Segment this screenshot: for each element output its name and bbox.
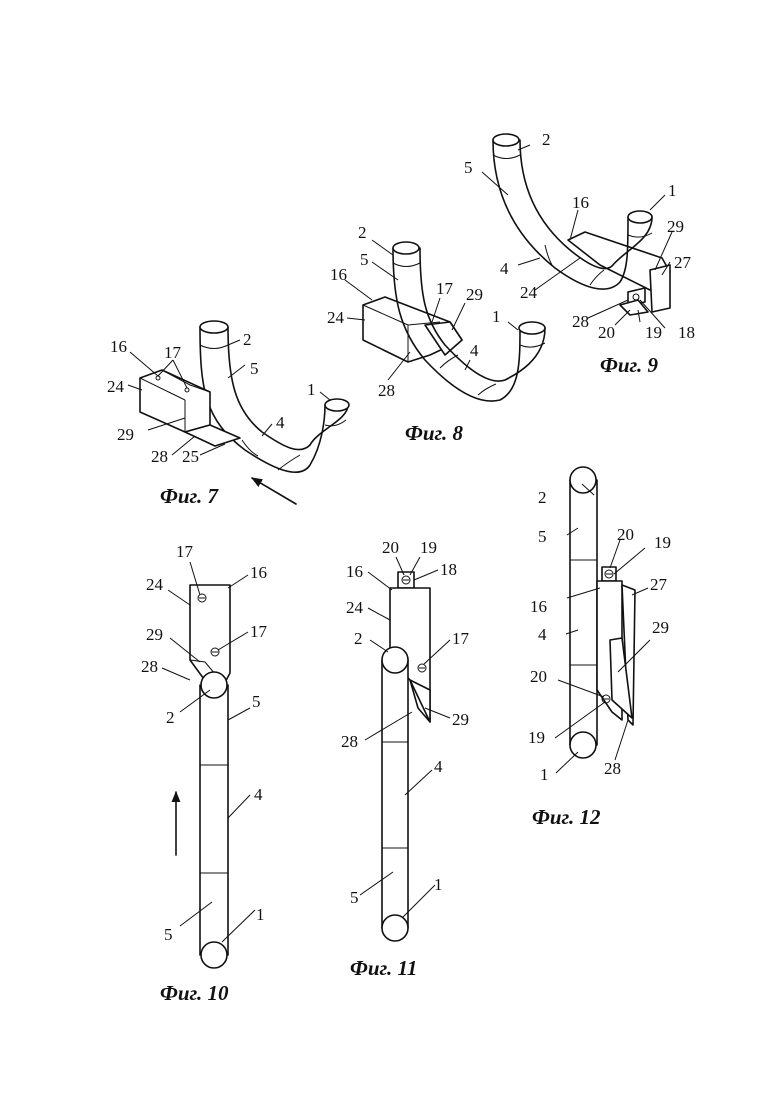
fig9-label: 19: [645, 323, 662, 342]
fig8-label: 2: [358, 223, 367, 242]
fig8-label: 28: [378, 381, 395, 400]
figure-7: 16 17 24 29 28 25 5 4 2 1 Фиг. 7: [107, 321, 349, 508]
fig9-caption: Фиг. 9: [600, 353, 659, 377]
fig12-label: 2: [538, 488, 547, 507]
fig10-bar: [200, 672, 228, 968]
fig12-label: 19: [528, 728, 545, 747]
fig12-label: 27: [650, 575, 668, 594]
fig11-label: 29: [452, 710, 469, 729]
fig12-label: 28: [604, 759, 621, 778]
figure-11: 20 19 16 18 24 2 17 28 29 4 5 1 Фиг. 11: [341, 538, 470, 980]
fig10-label: 29: [146, 625, 163, 644]
fig12-label: 1: [540, 765, 549, 784]
fig7-label: 25: [182, 447, 199, 466]
fig12-label: 4: [538, 625, 547, 644]
fig11-label: 5: [350, 888, 359, 907]
fig12-label: 5: [538, 527, 547, 546]
fig12-mount: [597, 567, 635, 725]
fig9-label: 4: [500, 259, 509, 278]
fig9-label: 16: [572, 193, 589, 212]
fig8-label: 17: [436, 279, 454, 298]
fig11-label: 20: [382, 538, 399, 557]
fig12-bar: [570, 467, 597, 758]
fig7-label: 29: [117, 425, 134, 444]
fig7-label: 4: [276, 413, 285, 432]
fig9-label: 5: [464, 158, 473, 177]
figure-9: 2 5 16 1 29 27 4 24 28 20 19 18 Фиг. 9: [464, 130, 695, 377]
fig10-label: 5: [164, 925, 173, 944]
fig7-label: 28: [151, 447, 168, 466]
figure-10: 17 24 16 29 17 28 2 5 4 5 1 Фиг. 10: [141, 542, 268, 1005]
fig11-label: 17: [452, 629, 470, 648]
fig8-label: 1: [492, 307, 501, 326]
figure-8: 2 5 16 24 17 29 28 4 1 Фиг. 8: [327, 223, 545, 445]
fig12-label: 29: [652, 618, 669, 637]
fig7-caption: Фиг. 7: [160, 484, 220, 508]
fig7-label: 1: [307, 380, 316, 399]
figure-12: 2 5 20 19 16 27 4 29 20 19 1 28 Фиг. 12: [528, 467, 671, 829]
fig9-label: 29: [667, 217, 684, 236]
fig10-label: 16: [250, 563, 267, 582]
fig9-label: 1: [668, 181, 677, 200]
fig10-label: 24: [146, 575, 164, 594]
fig7-label: 24: [107, 377, 125, 396]
fig7-direction-arrow: [252, 478, 296, 504]
fig7-label: 16: [110, 337, 127, 356]
fig7-block: [140, 370, 240, 446]
fig9-label: 28: [572, 312, 589, 331]
fig10-label: 5: [252, 692, 261, 711]
fig11-label: 1: [434, 875, 443, 894]
fig10-label: 28: [141, 657, 158, 676]
fig12-label: 19: [654, 533, 671, 552]
fig9-label: 18: [678, 323, 695, 342]
fig9-label: 27: [674, 253, 692, 272]
fig7-label: 17: [164, 343, 182, 362]
fig7-tube: [200, 321, 349, 472]
fig10-label: 17: [176, 542, 194, 561]
fig11-label: 24: [346, 598, 364, 617]
fig10-label: 4: [254, 785, 263, 804]
fig8-label: 24: [327, 308, 345, 327]
fig7-label: 2: [243, 330, 252, 349]
fig9-label: 20: [598, 323, 615, 342]
fig9-label: 2: [542, 130, 551, 149]
fig11-label: 4: [434, 757, 443, 776]
fig11-caption: Фиг. 11: [350, 956, 417, 980]
fig11-bar: [382, 647, 408, 941]
fig10-label: 17: [250, 622, 268, 641]
fig9-block: [568, 232, 670, 315]
fig11-label: 2: [354, 629, 363, 648]
fig8-caption: Фиг. 8: [405, 421, 464, 445]
fig11-label: 19: [420, 538, 437, 557]
fig11-label: 28: [341, 732, 358, 751]
fig10-label: 1: [256, 905, 265, 924]
fig8-label: 5: [360, 250, 369, 269]
fig10-label: 2: [166, 708, 175, 727]
fig12-caption: Фиг. 12: [532, 805, 601, 829]
fig8-label: 16: [330, 265, 347, 284]
fig11-label: 18: [440, 560, 457, 579]
fig12-label: 20: [530, 667, 547, 686]
fig7-label: 5: [250, 359, 259, 378]
fig8-label: 4: [470, 341, 479, 360]
fig11-label: 16: [346, 562, 363, 581]
fig12-label: 16: [530, 597, 547, 616]
fig10-caption: Фиг. 10: [160, 981, 229, 1005]
fig12-label: 20: [617, 525, 634, 544]
fig8-block: [363, 297, 462, 362]
fig9-label: 24: [520, 283, 538, 302]
fig8-label: 29: [466, 285, 483, 304]
